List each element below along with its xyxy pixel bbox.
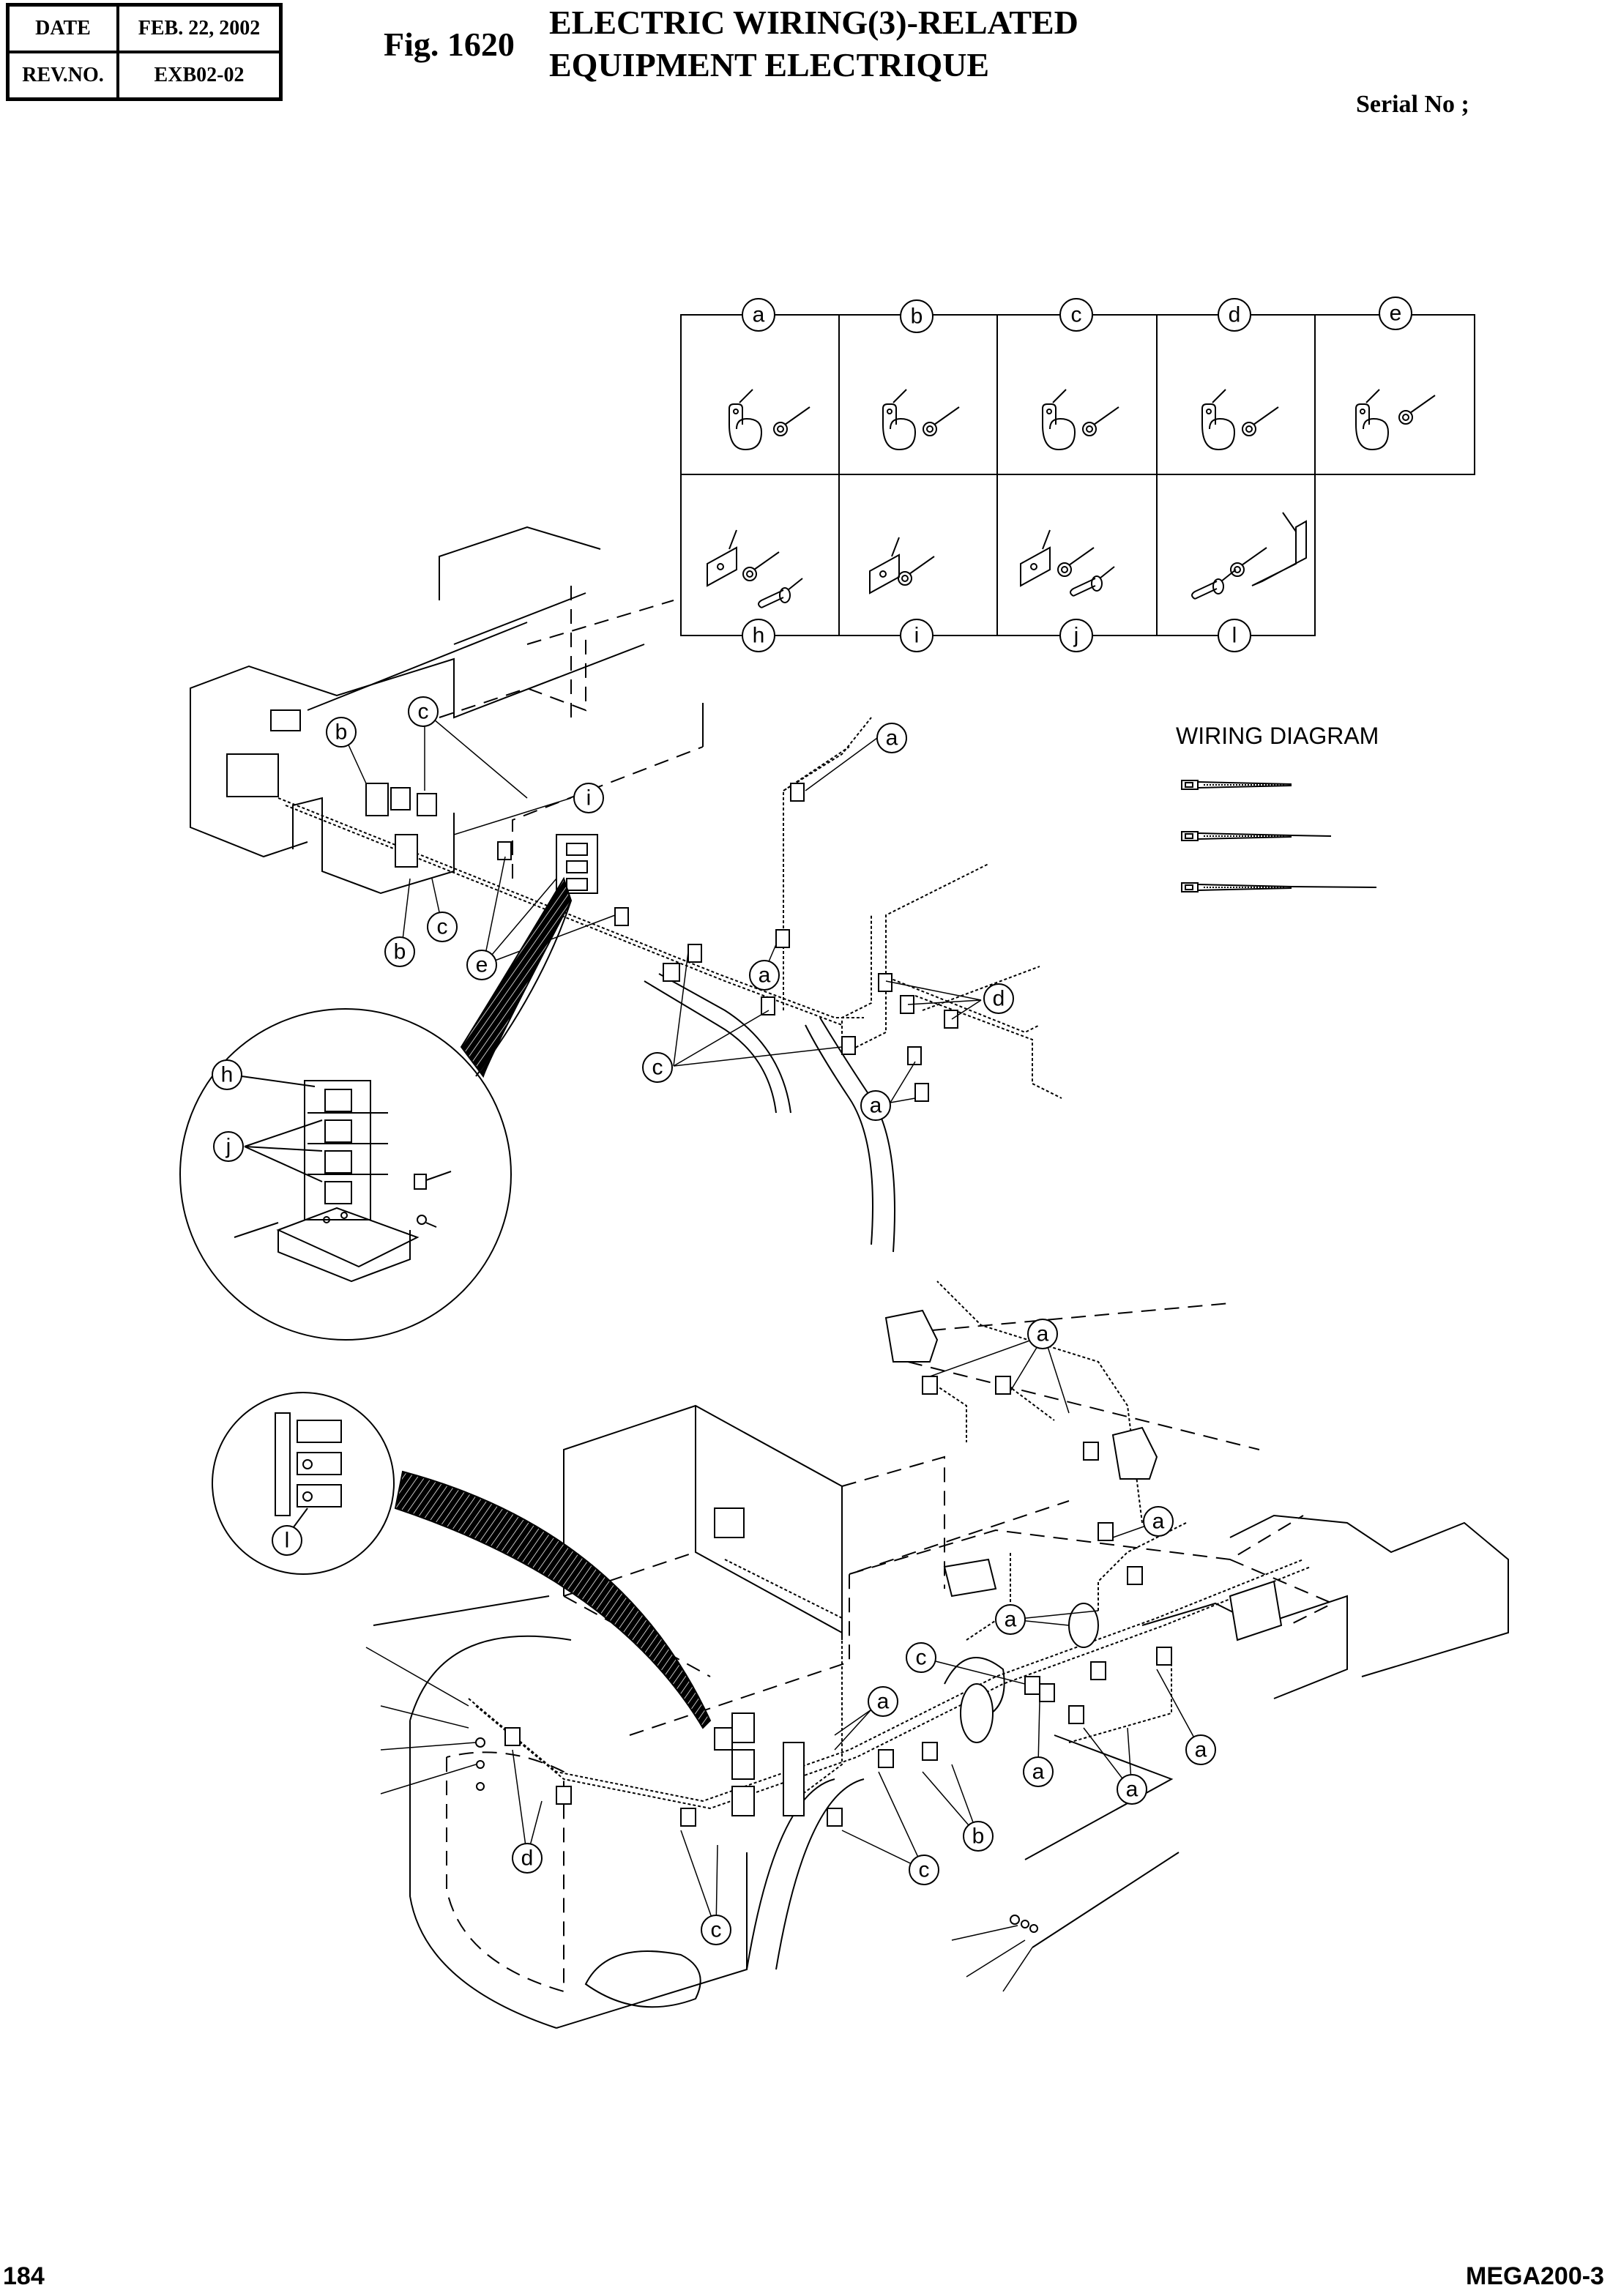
- lower-machine-frame: [373, 1302, 1509, 2029]
- callout-letter: b: [972, 1824, 985, 1849]
- callout-table-i: [900, 619, 934, 652]
- callout-letter: c: [919, 1858, 930, 1882]
- table-letter-a: a: [753, 303, 765, 327]
- upper-clips: [226, 709, 958, 1102]
- model-name: MEGA200-3: [1466, 2262, 1604, 2290]
- callout-table-h: [742, 619, 775, 652]
- cable-tie-small: [1181, 780, 1292, 790]
- callout-letter: a: [1152, 1510, 1165, 1534]
- clip-drawing-c: [1042, 389, 1119, 450]
- detail-circle-lower: [212, 1392, 712, 1729]
- callout-table-e: [1379, 297, 1412, 330]
- date-label: DATE: [8, 5, 118, 52]
- callout-letter: a: [759, 963, 771, 988]
- callout-table-b: [900, 299, 934, 333]
- callout-letter: a: [1032, 1760, 1045, 1784]
- table-letter-b: b: [911, 305, 923, 329]
- callout-letter: c: [711, 1918, 722, 1942]
- lower-leaders: [365, 1335, 1201, 1992]
- title-line-1: ELECTRIC WIRING(3)-RELATED: [549, 4, 1078, 41]
- callout-letter: d: [993, 987, 1005, 1011]
- callout-letter: j: [226, 1135, 231, 1159]
- clip-drawing-a: [728, 389, 810, 450]
- callout-letter: i: [586, 786, 592, 810]
- clip-drawing-e: [1355, 389, 1436, 450]
- page-title: ELECTRIC WIRING(3)-RELATED EQUIPMENT ELE…: [549, 1, 1078, 86]
- callout-letter: a: [870, 1094, 882, 1118]
- callout-letter: a: [1037, 1322, 1049, 1346]
- upper-machine-frame: [190, 526, 895, 1253]
- cable-tie-medium: [1181, 831, 1332, 841]
- callout-table-l: [1218, 619, 1251, 652]
- callout-letter: e: [476, 953, 488, 977]
- upper-wiring-harness: [277, 717, 1062, 1099]
- revision-table: DATE FEB. 22, 2002 REV.NO. EXB02-02: [6, 3, 283, 101]
- table-letter-j: j: [1073, 624, 1079, 648]
- callout-table-j: [1059, 619, 1093, 652]
- callout-letter: c: [916, 1646, 927, 1670]
- callouts: [212, 297, 1412, 1945]
- cable-tie-large: [1181, 882, 1377, 892]
- parts-table: [680, 314, 1475, 636]
- callout-letter: b: [394, 940, 406, 964]
- clip-drawing-b: [882, 389, 960, 450]
- clip-drawing-d: [1201, 389, 1279, 450]
- callout-letter: a: [877, 1690, 890, 1714]
- callout-table-c: [1059, 298, 1093, 332]
- upper-leaders: [342, 711, 982, 1103]
- lower-small-parts: [475, 1737, 1038, 1933]
- callout-letter: c: [437, 915, 448, 939]
- title-line-2: EQUIPMENT ELECTRIQUE: [549, 46, 990, 83]
- callout-letter: c: [652, 1056, 663, 1080]
- callout-letter: a: [1195, 1738, 1207, 1762]
- figure-number: Fig. 1620: [384, 26, 515, 63]
- serial-number-label: Serial No ;: [1356, 91, 1469, 118]
- callout-letter: a: [1005, 1608, 1017, 1632]
- date-value: FEB. 22, 2002: [118, 5, 280, 52]
- wiring-diagram-label: WIRING DIAGRAM: [1176, 723, 1379, 749]
- lower-components: [504, 1309, 1283, 1827]
- table-letter-c: c: [1071, 303, 1082, 327]
- table-letter-h: h: [753, 624, 765, 648]
- callout-letter: a: [1126, 1778, 1139, 1802]
- callout-table-a: [742, 298, 775, 332]
- callout-letter: c: [418, 700, 429, 724]
- lower-wiring-harness: [468, 1281, 1311, 1948]
- table-letter-e: e: [1390, 302, 1402, 326]
- callout-letter: b: [335, 720, 348, 745]
- callout-table-d: [1218, 298, 1251, 332]
- table-letter-d: d: [1229, 303, 1241, 327]
- bracket-drawing-h: [707, 529, 803, 608]
- callout-letter: a: [886, 726, 898, 750]
- table-letter-i: i: [914, 624, 920, 648]
- callout-letter: d: [521, 1846, 534, 1871]
- callout-letter: l: [285, 1529, 290, 1553]
- page-number: 184: [3, 2262, 45, 2290]
- table-letter-l: l: [1232, 624, 1237, 648]
- bracket-drawing-i: [869, 537, 935, 594]
- bracket-drawing-l: [1191, 512, 1307, 600]
- detail-circle-upper: [179, 876, 573, 1341]
- rev-value: EXB02-02: [118, 52, 280, 99]
- callout-letter: h: [221, 1063, 234, 1087]
- callout-letters: a b c d e h i j l b c i a b c e a d c a …: [221, 302, 1402, 1942]
- bracket-drawing-j: [1020, 529, 1115, 597]
- rev-label: REV.NO.: [8, 52, 118, 99]
